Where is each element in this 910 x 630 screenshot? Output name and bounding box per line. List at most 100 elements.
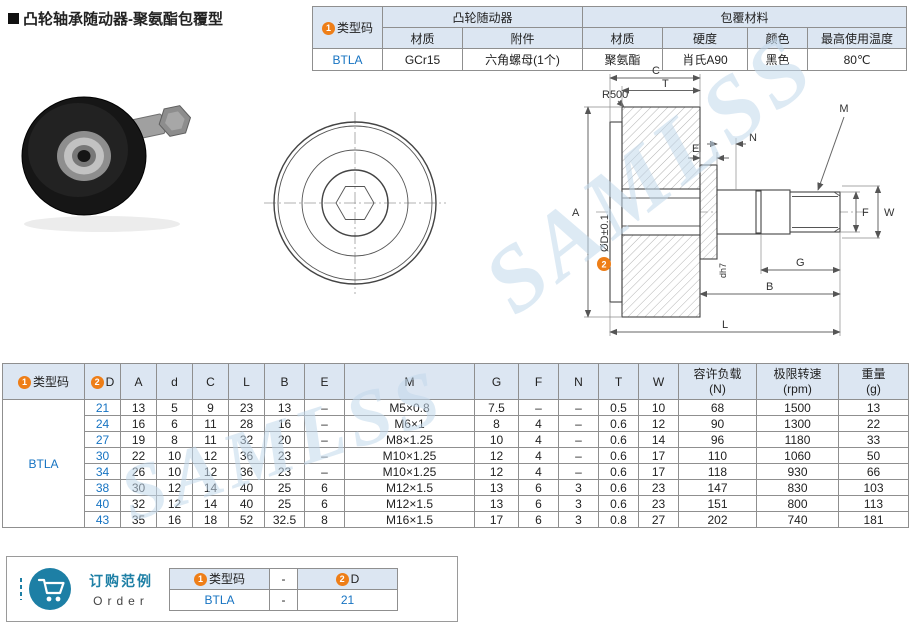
data-cell: 23 [264, 447, 305, 464]
data-cell: – [304, 447, 345, 464]
data-cell: 4 [518, 463, 559, 480]
spec-subcol-hardness: 硬度 [662, 27, 749, 49]
dim-label-dh7: dh7 [718, 263, 728, 278]
data-cell: 20 [264, 431, 305, 448]
data-cell: 7.5 [474, 399, 519, 416]
outer-circle [273, 121, 437, 285]
spec-material-2-value: 聚氨酯 [582, 48, 664, 71]
d-value-cell[interactable]: 27 [84, 431, 121, 448]
data-cell: 118 [678, 463, 757, 480]
data-cell: 10 [638, 399, 679, 416]
data-cell: 0.6 [598, 463, 639, 480]
data-cell: 35 [120, 511, 157, 528]
data-cell: 17 [638, 463, 679, 480]
data-cell: M5×0.8 [344, 399, 475, 416]
spec-type-code-value[interactable]: BTLA [312, 48, 383, 71]
data-cell: 1180 [756, 431, 839, 448]
d-value-cell[interactable]: 24 [84, 415, 121, 432]
side-view-drawing: A 2 ØD±0.1 R500 C T E N M F [572, 65, 895, 336]
spec-group-cam-follower: 凸轮随动器 [381, 6, 584, 28]
d-value-cell[interactable]: 40 [84, 495, 121, 512]
data-cell: 930 [756, 463, 839, 480]
spec-type-code-label: 类型码 [336, 21, 373, 35]
data-cell: 36 [228, 447, 265, 464]
col-header-M: M [344, 363, 475, 400]
data-cell: 6 [518, 479, 559, 496]
d-value-cell[interactable]: 21 [84, 399, 121, 416]
data-cell: 12 [474, 447, 519, 464]
col-header-T: T [598, 363, 639, 400]
badge-1-icon: 1 [321, 22, 335, 35]
d-value-cell[interactable]: 34 [84, 463, 121, 480]
order-example-label: 订购范例 Order [85, 571, 157, 608]
col-header-L: L [228, 363, 265, 400]
spec-accessory-value: 六角螺母(1个) [461, 48, 584, 71]
data-cell: 32 [120, 495, 157, 512]
data-cell: 9 [192, 399, 229, 416]
data-cell: 12 [192, 447, 229, 464]
data-cell: 6 [304, 479, 345, 496]
data-cell: 23 [638, 479, 679, 496]
data-cell: 0.6 [598, 415, 639, 432]
data-cell: – [558, 447, 599, 464]
d-value-cell[interactable]: 30 [84, 447, 121, 464]
data-cell: 1060 [756, 447, 839, 464]
spec-subcol-material-1: 材质 [382, 27, 463, 49]
data-cell: – [558, 463, 599, 480]
thread-section [789, 191, 841, 233]
type-code-cell[interactable]: BTLA [2, 399, 85, 528]
data-cell: 14 [638, 431, 679, 448]
data-cell: – [304, 399, 345, 416]
data-cell: 17 [638, 447, 679, 464]
data-cell: 8 [474, 415, 519, 432]
data-cell: 10 [474, 431, 519, 448]
data-cell: 12 [192, 463, 229, 480]
order-d-value: 21 [297, 588, 398, 611]
data-cell: 5 [156, 399, 193, 416]
data-cell: 28 [228, 415, 265, 432]
data-cell: 27 [638, 511, 679, 528]
dim-label-b: B [766, 281, 773, 293]
data-cell: 8 [156, 431, 193, 448]
data-cell: 6 [156, 415, 193, 432]
d-value-cell[interactable]: 38 [84, 479, 121, 496]
spec-hardness-value: 肖氏A90 [662, 48, 749, 71]
data-cell: 4 [518, 447, 559, 464]
hex-socket [335, 186, 375, 220]
data-cell: 25 [264, 479, 305, 496]
order-dash-value: - [269, 588, 298, 611]
data-cell: 0.8 [598, 511, 639, 528]
data-cell: – [304, 431, 345, 448]
spec-subcol-color: 颜色 [747, 27, 809, 49]
data-cell: 14 [192, 495, 229, 512]
data-cell: M8×1.25 [344, 431, 475, 448]
data-cell: M10×1.25 [344, 447, 475, 464]
data-cell: 800 [756, 495, 839, 512]
spec-material-1-value: GCr15 [382, 48, 463, 71]
data-cell: 1300 [756, 415, 839, 432]
d-value-cell[interactable]: 43 [84, 511, 121, 528]
photo-shadow [24, 216, 180, 232]
data-cell: 10 [156, 463, 193, 480]
data-cell: 25 [264, 495, 305, 512]
dim-label-f: F [862, 207, 869, 219]
col-header-W: W [638, 363, 679, 400]
data-cell: – [558, 399, 599, 416]
data-cell: 96 [678, 431, 757, 448]
data-cell: 32 [228, 431, 265, 448]
data-cell: 26 [120, 463, 157, 480]
data-cell: 10 [156, 447, 193, 464]
title-bullet-square [8, 13, 19, 24]
dim-label-c: C [652, 65, 660, 77]
data-cell: 13 [474, 495, 519, 512]
order-col-dash: - [269, 567, 298, 590]
data-cell: 40 [228, 495, 265, 512]
col-header-C: C [192, 363, 229, 400]
